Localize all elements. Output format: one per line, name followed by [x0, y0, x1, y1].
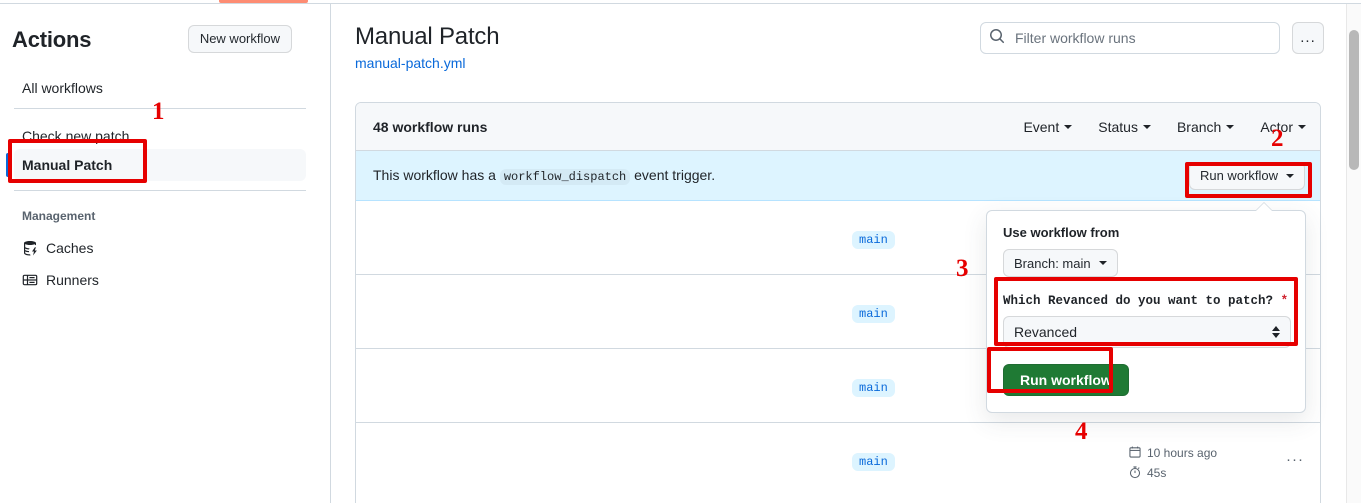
dispatch-event-code: workflow_dispatch: [499, 169, 631, 185]
sidebar-divider-2: [14, 190, 306, 191]
branch-badge[interactable]: main: [852, 379, 895, 397]
chevron-down-icon: [1226, 124, 1235, 129]
date-value: 10 hours ago: [1147, 446, 1218, 460]
workflow-title: Manual Patch: [355, 23, 500, 50]
sidebar-item-all-workflows[interactable]: All workflows: [14, 72, 306, 104]
stopwatch-icon: [1128, 465, 1142, 482]
table-row[interactable]: main: [356, 275, 1320, 349]
chevron-down-icon: [1098, 261, 1107, 265]
search-input-wrapper[interactable]: [980, 22, 1280, 54]
filter-status[interactable]: Status: [1098, 119, 1151, 135]
branch-badge[interactable]: main: [852, 231, 895, 249]
sidebar: Actions New workflow All workflows Check…: [0, 4, 330, 503]
kebab-dots: ...: [1300, 29, 1316, 46]
page-scrollbar-thumb[interactable]: [1349, 30, 1359, 170]
top-divider: [0, 3, 1361, 4]
active-tab-indicator: [219, 0, 308, 3]
duration-line: 45s: [1128, 463, 1258, 483]
sidebar-divider-1: [14, 108, 306, 109]
main-content: Manual Patch manual-patch.yml ... 48 wor…: [331, 4, 1361, 503]
sidebar-item-label: Caches: [46, 240, 94, 256]
run-workflow-popover: Use workflow from Branch: main Which Rev…: [986, 202, 1306, 413]
workflow-dispatch-banner: This workflow has a workflow_dispatch ev…: [356, 151, 1320, 201]
row-meta: 10 hours ago 45s: [1128, 443, 1258, 483]
branch-selector[interactable]: Branch: main: [1003, 249, 1118, 277]
sidebar-header: Actions New workflow: [12, 24, 314, 58]
revanced-select[interactable]: Revanced: [1003, 316, 1291, 348]
new-workflow-button[interactable]: New workflow: [187, 25, 292, 53]
filter-event-label: Event: [1023, 118, 1060, 135]
sidebar-item-label: Manual Patch: [22, 157, 113, 173]
sidebar-item-label: All workflows: [22, 80, 103, 96]
sidebar-item-check-new-patch[interactable]: Check new patch: [14, 120, 306, 152]
required-marker: *: [1280, 294, 1289, 308]
chevron-down-icon: [1298, 124, 1306, 129]
input-field-label-text: Which Revanced do you want to patch?: [1003, 294, 1274, 308]
filter-event[interactable]: Event: [1023, 118, 1073, 135]
table-row[interactable]: main: [356, 201, 1320, 275]
submit-run-workflow-button[interactable]: Run workflow: [1003, 364, 1129, 396]
revanced-select-value: Revanced: [1014, 324, 1078, 340]
dispatch-message: This workflow has a workflow_dispatch ev…: [373, 167, 716, 185]
date-line: 10 hours ago: [1128, 443, 1258, 463]
calendar-icon: [1128, 445, 1142, 462]
sidebar-item-runners[interactable]: Runners: [14, 264, 306, 296]
chevron-down-icon: [1286, 173, 1294, 178]
more-options-button[interactable]: ...: [1292, 22, 1324, 54]
sidebar-item-caches[interactable]: Caches: [14, 232, 306, 264]
page-title-actions: Actions: [12, 27, 92, 52]
filter-branch[interactable]: Branch: [1176, 118, 1235, 135]
runners-icon: [22, 272, 38, 288]
input-field-label: Which Revanced do you want to patch? *: [1003, 294, 1289, 308]
chevron-down-icon: [1142, 124, 1151, 129]
branch-selector-label: Branch: main: [1014, 255, 1091, 271]
filter-actor-label: Actor: [1260, 118, 1293, 135]
sidebar-item-manual-patch[interactable]: Manual Patch: [6, 149, 306, 181]
search-input[interactable]: [1013, 29, 1271, 47]
sidebar-item-label: Check new patch: [22, 128, 130, 144]
run-workflow-button-label: Run workflow: [1199, 168, 1278, 183]
sidebar-group-management: Management: [22, 209, 96, 223]
page-scrollbar-track[interactable]: [1346, 4, 1361, 503]
dispatch-text-before: This workflow has a: [373, 167, 496, 183]
filter-actor[interactable]: Actor: [1260, 119, 1306, 135]
table-row[interactable]: main 10 hours ago: [356, 423, 1320, 497]
filter-group: Event Status Branch Actor: [1023, 119, 1306, 135]
sidebar-vertical-divider: [330, 4, 331, 503]
select-arrows-icon: [1272, 326, 1280, 338]
filter-branch-label: Branch: [1176, 118, 1222, 135]
branch-badge[interactable]: main: [852, 305, 895, 323]
chevron-down-icon: [1064, 124, 1073, 129]
workflow-file-link[interactable]: manual-patch.yml: [355, 55, 466, 71]
popover-body: Use workflow from Branch: main Which Rev…: [987, 211, 1305, 412]
popover-caret: [1256, 203, 1272, 211]
search-icon: [989, 28, 1013, 49]
workflow-runs-count: 48 workflow runs: [373, 118, 488, 135]
filter-status-label: Status: [1098, 118, 1138, 135]
sidebar-item-label: Runners: [46, 272, 99, 288]
dispatch-text-after: event trigger.: [634, 167, 716, 183]
run-workflow-dropdown-button[interactable]: Run workflow: [1188, 161, 1305, 190]
use-workflow-from-label: Use workflow from: [1003, 225, 1120, 240]
duration-value: 45s: [1147, 466, 1167, 480]
workflow-runs-header: 48 workflow runs Event Status Branch: [356, 103, 1320, 151]
cache-icon: [22, 240, 38, 256]
row-more-options-button[interactable]: ···: [1286, 451, 1304, 468]
branch-badge[interactable]: main: [852, 453, 895, 471]
